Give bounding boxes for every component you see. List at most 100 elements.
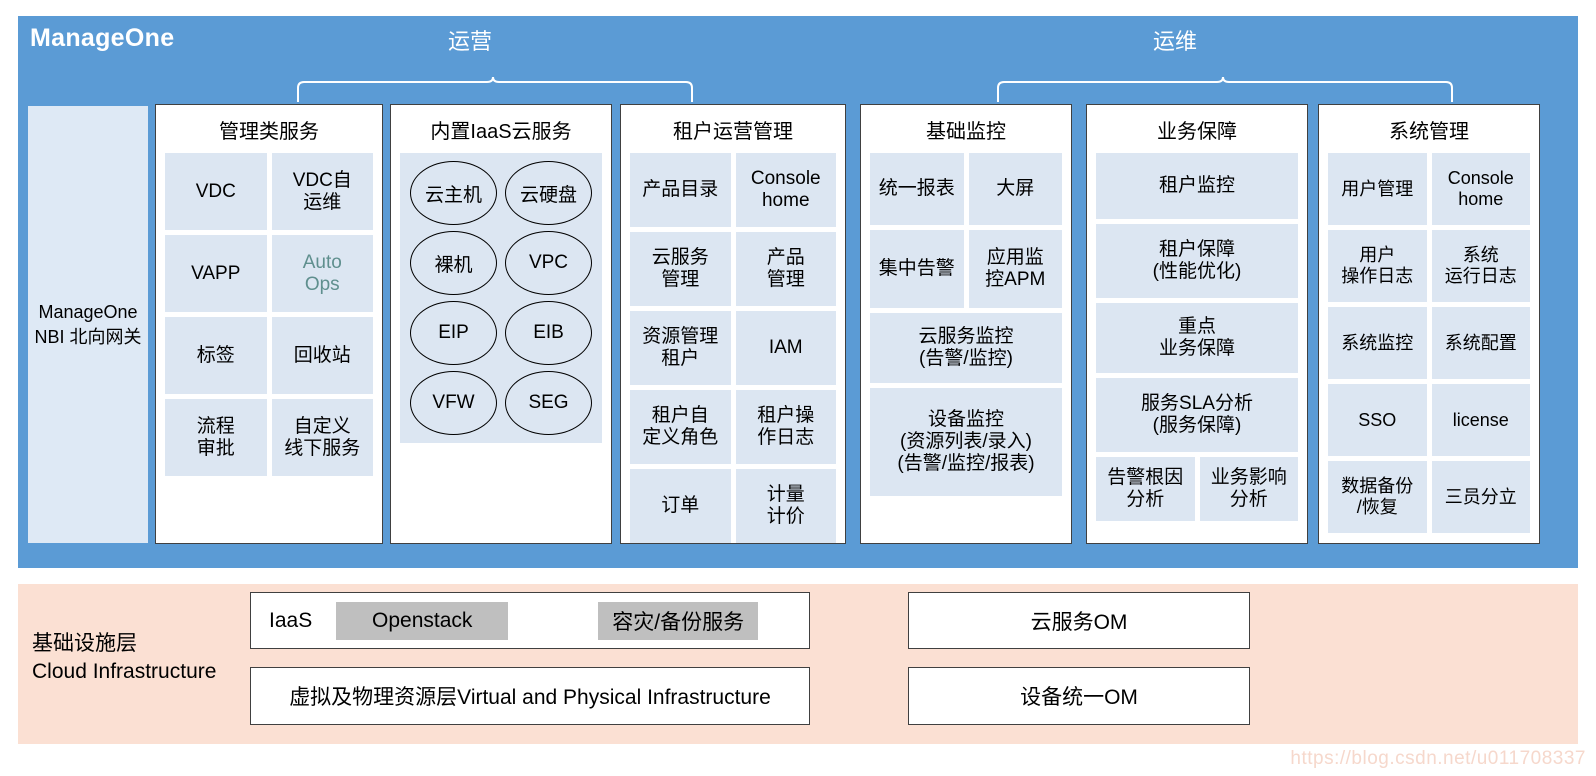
service-cell[interactable]: 产品 管理 (735, 232, 836, 306)
watermark: https://blog.csdn.net/u011708337 (1290, 748, 1586, 769)
column-builtin-iaas: 内置IaaS云服务 云主机 云硬盘 裸机 VPC EIP EIB VFW SEG (390, 104, 612, 544)
oval-row: VFW SEG (410, 371, 592, 435)
iaas-service-oval[interactable]: 云硬盘 (505, 161, 592, 225)
column-title: 系统管理 (1389, 121, 1469, 143)
service-cell[interactable]: 租户保障 (性能优化) (1096, 224, 1298, 298)
service-cell[interactable]: 租户操 作日志 (735, 390, 836, 464)
service-cell[interactable]: 租户自 定义角色 (630, 390, 731, 464)
iaas-service-oval[interactable]: EIB (505, 301, 592, 365)
column-body: 用户管理 Console home 用户 操作日志 系统 运行日志 系统监控 系… (1319, 153, 1539, 543)
service-cell[interactable]: 应用监 控APM (968, 230, 1062, 308)
column-body: 统一报表 大屏 集中告警 应用监 控APM 云服务监控 (告警/监控) 设备监控… (861, 153, 1071, 543)
service-cell[interactable]: 重点 业务保障 (1096, 303, 1298, 373)
service-cell[interactable]: Console home (1431, 153, 1530, 225)
cell-row: 租户监控 (1096, 153, 1298, 219)
iaas-service-oval[interactable]: 云主机 (410, 161, 497, 225)
service-cell[interactable]: 统一报表 (870, 153, 964, 225)
oval-group: 云主机 云硬盘 裸机 VPC EIP EIB VFW SEG (400, 153, 602, 443)
column-body: VDC VDC自 运维 VAPP Auto Ops 标签 回收站 流程 审批 自… (156, 153, 382, 543)
service-cell[interactable]: 大屏 (968, 153, 1062, 225)
service-cell[interactable]: 告警根因 分析 (1096, 457, 1195, 521)
service-cell[interactable]: 系统监控 (1328, 307, 1427, 379)
service-cell[interactable]: SSO (1328, 384, 1427, 456)
column-management-services: 管理类服务 VDC VDC自 运维 VAPP Auto Ops 标签 回收站 流… (155, 104, 383, 544)
service-cell[interactable]: 服务SLA分析 (服务保障) (1096, 378, 1298, 452)
oval-row: 裸机 VPC (410, 231, 592, 295)
iaas-label: IaaS (269, 608, 313, 632)
service-cell[interactable]: 数据备份 /恢复 (1328, 461, 1427, 533)
cell-row: 集中告警 应用监 控APM (870, 230, 1062, 308)
service-cell[interactable]: 订单 (630, 469, 731, 543)
service-cell[interactable]: VDC (165, 153, 267, 230)
service-cell[interactable]: 产品目录 (630, 153, 731, 227)
service-cell[interactable]: 云服务监控 (告警/监控) (870, 313, 1062, 383)
column-body: 租户监控 租户保障 (性能优化) 重点 业务保障 服务SLA分析 (服务保障) … (1087, 153, 1307, 543)
iaas-service-oval[interactable]: EIP (410, 301, 497, 365)
cell-row: 告警根因 分析 业务影响 分析 (1096, 457, 1298, 521)
brace-operation (296, 76, 694, 102)
cell-row: 租户保障 (性能优化) (1096, 224, 1298, 298)
oval-row: EIP EIB (410, 301, 592, 365)
service-cell[interactable]: 业务影响 分析 (1199, 457, 1298, 521)
sidebar-nbi[interactable]: ManageOne NBI 北向网关 (28, 106, 148, 543)
service-cell[interactable]: license (1431, 384, 1530, 456)
iaas-service-oval[interactable]: VPC (505, 231, 592, 295)
page-title: ManageOne (30, 24, 175, 52)
service-cell[interactable]: 云服务 管理 (630, 232, 731, 306)
virtual-physical-layer-box[interactable]: 虚拟及物理资源层Virtual and Physical Infrastruct… (250, 667, 810, 725)
service-cell[interactable]: 用户 操作日志 (1328, 230, 1427, 302)
column-title: 租户运营管理 (673, 121, 793, 143)
cloud-service-om-box[interactable]: 云服务OM (908, 592, 1250, 649)
service-cell[interactable]: IAM (735, 311, 836, 385)
cell-row: 重点 业务保障 (1096, 303, 1298, 373)
iaas-service-oval[interactable]: 裸机 (410, 231, 497, 295)
iaas-service-oval[interactable]: SEG (505, 371, 592, 435)
column-title: 内置IaaS云服务 (430, 121, 572, 143)
column-service-assurance: 业务保障 租户监控 租户保障 (性能优化) 重点 业务保障 服务SLA分析 (服… (1086, 104, 1308, 544)
service-cell[interactable]: 设备监控 (资源列表/录入) (告警/监控/报表) (870, 388, 1062, 496)
cell-row: 用户 操作日志 系统 运行日志 (1328, 230, 1530, 302)
cell-row: 订单 计量 计价 (630, 469, 836, 543)
service-cell[interactable]: Console home (735, 153, 836, 227)
service-cell[interactable]: 计量 计价 (735, 469, 836, 543)
dr-backup-chip[interactable]: 容灾/备份服务 (598, 601, 759, 640)
cell-row: 数据备份 /恢复 三员分立 (1328, 461, 1530, 533)
service-cell[interactable]: 资源管理 租户 (630, 311, 731, 385)
service-cell[interactable]: 流程 审批 (165, 399, 267, 476)
service-cell[interactable]: 系统 运行日志 (1431, 230, 1530, 302)
column-body: 产品目录 Console home 云服务 管理 产品 管理 资源管理 租户 I… (621, 153, 845, 552)
column-basic-monitoring: 基础监控 统一报表 大屏 集中告警 应用监 控APM 云服务监控 (告警/监控)… (860, 104, 1072, 544)
group-label-maintenance: 运维 (1152, 29, 1197, 54)
service-cell[interactable]: 集中告警 (870, 230, 964, 308)
cell-row: 标签 回收站 (165, 317, 373, 394)
iaas-service-oval[interactable]: VFW (410, 371, 497, 435)
cell-row: 系统监控 系统配置 (1328, 307, 1530, 379)
service-cell[interactable]: 三员分立 (1431, 461, 1530, 533)
device-unified-om-box[interactable]: 设备统一OM (908, 667, 1250, 725)
cell-row: 资源管理 租户 IAM (630, 311, 836, 385)
column-title: 业务保障 (1157, 121, 1237, 143)
cell-row: 云服务监控 (告警/监控) (870, 313, 1062, 383)
service-cell[interactable]: 用户管理 (1328, 153, 1427, 225)
column-title: 基础监控 (926, 121, 1006, 143)
cell-row: VAPP Auto Ops (165, 235, 373, 312)
cell-row: 服务SLA分析 (服务保障) (1096, 378, 1298, 452)
service-cell[interactable]: 系统配置 (1431, 307, 1530, 379)
cell-row: 用户管理 Console home (1328, 153, 1530, 225)
cell-row: VDC VDC自 运维 (165, 153, 373, 230)
oval-row: 云主机 云硬盘 (410, 161, 592, 225)
cell-row: 流程 审批 自定义 线下服务 (165, 399, 373, 476)
service-cell-autoops[interactable]: Auto Ops (271, 235, 373, 312)
service-cell[interactable]: VAPP (165, 235, 267, 312)
service-cell[interactable]: 自定义 线下服务 (271, 399, 373, 476)
service-cell[interactable]: 租户监控 (1096, 153, 1298, 219)
brace-maintenance (996, 76, 1454, 102)
service-cell[interactable]: 标签 (165, 317, 267, 394)
infrastructure-label: 基础设施层 Cloud Infrastructure (32, 632, 217, 684)
cell-row: 产品目录 Console home (630, 153, 836, 227)
service-cell[interactable]: 回收站 (271, 317, 373, 394)
column-body: 云主机 云硬盘 裸机 VPC EIP EIB VFW SEG (391, 153, 611, 543)
service-cell[interactable]: VDC自 运维 (271, 153, 373, 230)
openstack-chip[interactable]: Openstack (336, 601, 509, 640)
